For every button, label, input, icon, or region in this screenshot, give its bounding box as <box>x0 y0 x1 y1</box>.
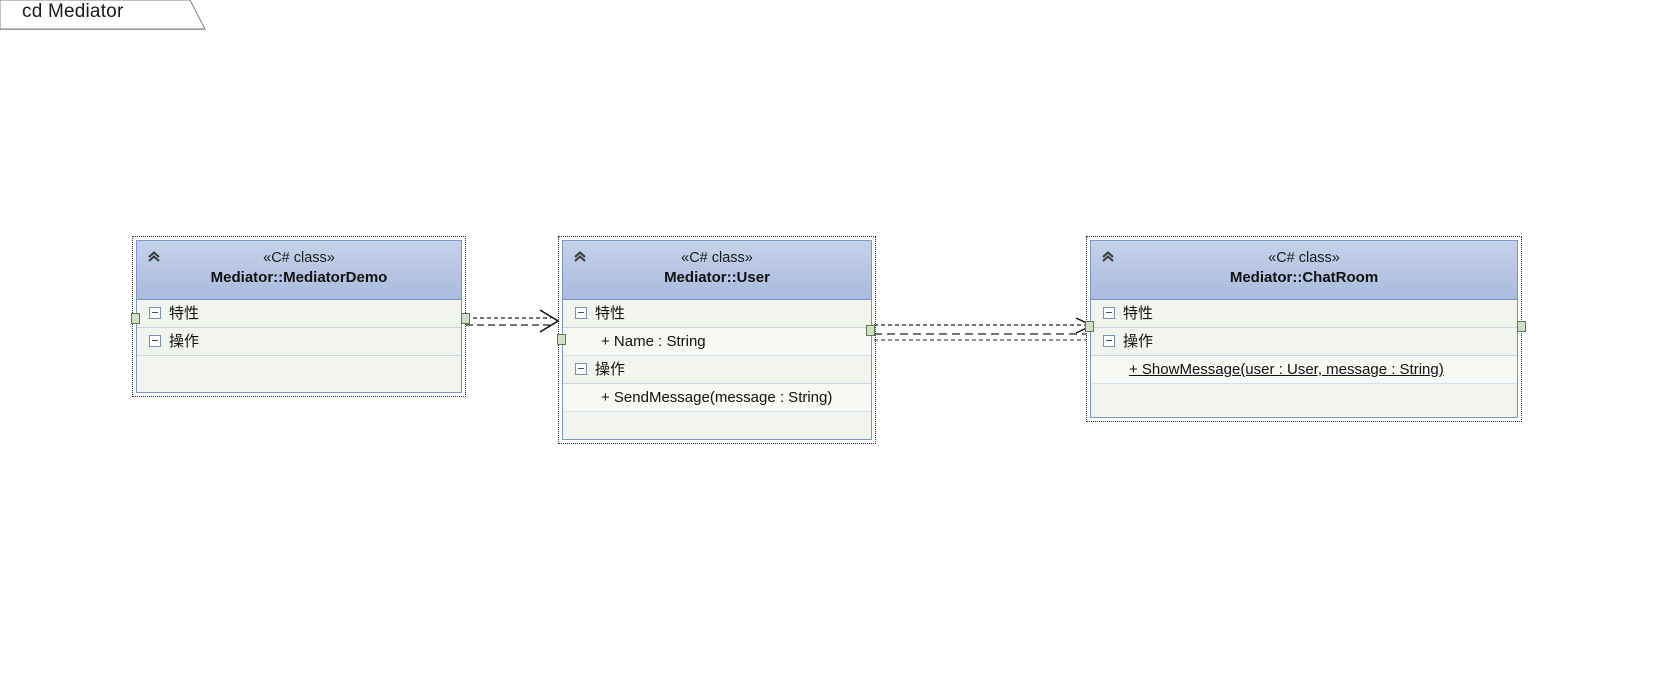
class-stereotype: «C# class» <box>263 250 335 266</box>
operation-row-show-message[interactable]: + ShowMessage(user : User, message : Str… <box>1091 356 1517 384</box>
class-header-user: «C# class» Mediator::User <box>563 241 871 300</box>
diagram-tab-shape <box>0 0 206 30</box>
minus-box-icon[interactable] <box>1103 335 1115 347</box>
diagram-tab[interactable]: cd Mediator <box>0 0 210 31</box>
minus-box-icon[interactable] <box>149 307 161 319</box>
compartment-label: 特性 <box>169 305 200 322</box>
compartment-filler <box>563 412 871 421</box>
collapse-chevron-icon[interactable] <box>1101 250 1115 264</box>
compartment-label: 特性 <box>1123 305 1154 322</box>
selection-handle-left-user[interactable] <box>557 334 566 345</box>
class-name: Mediator::MediatorDemo <box>210 269 388 286</box>
compartment-label: 操作 <box>1123 333 1154 350</box>
collapse-chevron-icon[interactable] <box>573 250 587 264</box>
class-box-mediator-demo[interactable]: «C# class» Mediator::MediatorDemo 特性 操作 <box>132 236 466 397</box>
compartment-filler <box>137 356 461 375</box>
class-stereotype: «C# class» <box>1268 250 1340 266</box>
operation-text: + SendMessage(message : String) <box>601 389 833 406</box>
compartment-label: 操作 <box>169 333 200 350</box>
class-header-mediator-demo: «C# class» Mediator::MediatorDemo <box>137 241 461 300</box>
class-name: Mediator::ChatRoom <box>1229 269 1379 286</box>
attribute-text: + Name : String <box>601 333 706 350</box>
connector-demo-to-user[interactable] <box>466 309 560 333</box>
minus-box-icon[interactable] <box>1103 307 1115 319</box>
compartment-filler <box>1091 384 1517 402</box>
compartment-label: 操作 <box>595 361 626 378</box>
compartment-attributes-chatroom[interactable]: 特性 <box>1091 300 1517 328</box>
attribute-row-name[interactable]: + Name : String <box>563 328 871 356</box>
selection-handle-right-chatroom[interactable] <box>1517 321 1526 332</box>
operation-row-send-message[interactable]: + SendMessage(message : String) <box>563 384 871 412</box>
compartment-operations-user[interactable]: 操作 <box>563 356 871 384</box>
connector-user-to-chatroom-a[interactable] <box>874 317 1094 334</box>
selection-handle-right-mediator-demo[interactable] <box>461 313 470 324</box>
class-box-user[interactable]: «C# class» Mediator::User 特性 + Name : St… <box>558 236 876 444</box>
selection-handle-left-mediator-demo[interactable] <box>131 313 140 324</box>
diagram-tab-label: cd Mediator <box>22 1 124 22</box>
minus-box-icon[interactable] <box>149 335 161 347</box>
selection-handle-right-user[interactable] <box>866 325 875 336</box>
minus-box-icon[interactable] <box>575 363 587 375</box>
class-header-chatroom: «C# class» Mediator::ChatRoom <box>1091 241 1517 300</box>
selection-handle-left-chatroom[interactable] <box>1085 321 1094 332</box>
connector-user-to-chatroom-b[interactable] <box>874 333 1086 341</box>
compartment-label: 特性 <box>595 305 626 322</box>
class-box-chatroom[interactable]: «C# class» Mediator::ChatRoom 特性 操作 + Sh… <box>1086 236 1522 422</box>
operation-text: + ShowMessage(user : User, message : Str… <box>1129 361 1444 378</box>
compartment-attributes-mediator-demo[interactable]: 特性 <box>137 300 461 328</box>
class-stereotype: «C# class» <box>681 250 753 266</box>
minus-box-icon[interactable] <box>575 307 587 319</box>
collapse-chevron-icon[interactable] <box>147 250 161 264</box>
compartment-attributes-user[interactable]: 特性 <box>563 300 871 328</box>
class-name: Mediator::User <box>664 269 770 286</box>
compartment-operations-chatroom[interactable]: 操作 <box>1091 328 1517 356</box>
compartment-operations-mediator-demo[interactable]: 操作 <box>137 328 461 356</box>
